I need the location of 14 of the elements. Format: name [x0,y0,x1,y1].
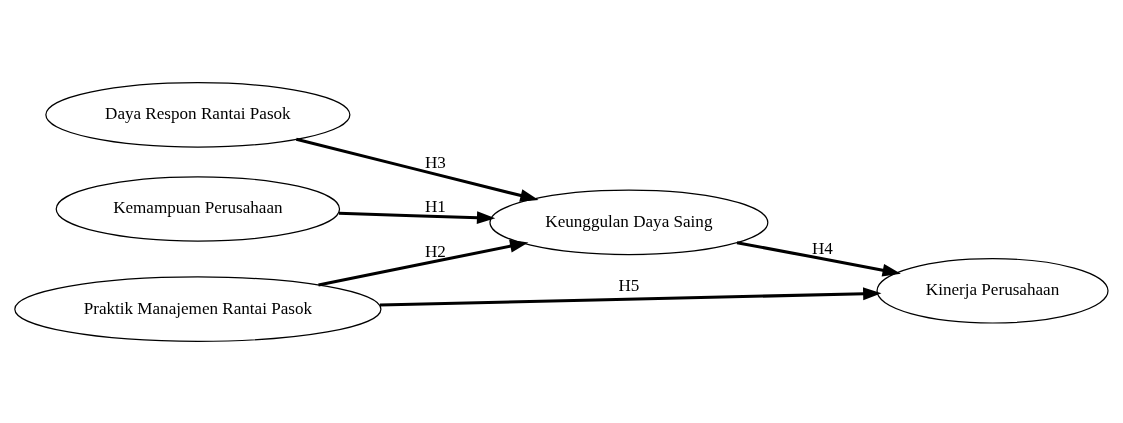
arrow [338,210,496,224]
arrow [295,137,539,202]
arrow [318,239,529,286]
edge-label: H4 [811,238,833,258]
edge-label: H5 [618,275,640,295]
arrow [736,240,901,277]
edge-label: H2 [424,241,446,261]
arrow [379,286,882,306]
node-ellipse: Praktik Manajemen Rantai Pasok [14,275,382,342]
node-ellipse: Daya Respon Rantai Pasok [45,81,351,148]
node-ellipse: Kinerja Perusahaan [876,257,1109,324]
edge-label: H3 [424,152,446,172]
edge-label: H1 [424,196,446,216]
node-ellipse: Kemampuan Perusahaan [55,175,341,242]
